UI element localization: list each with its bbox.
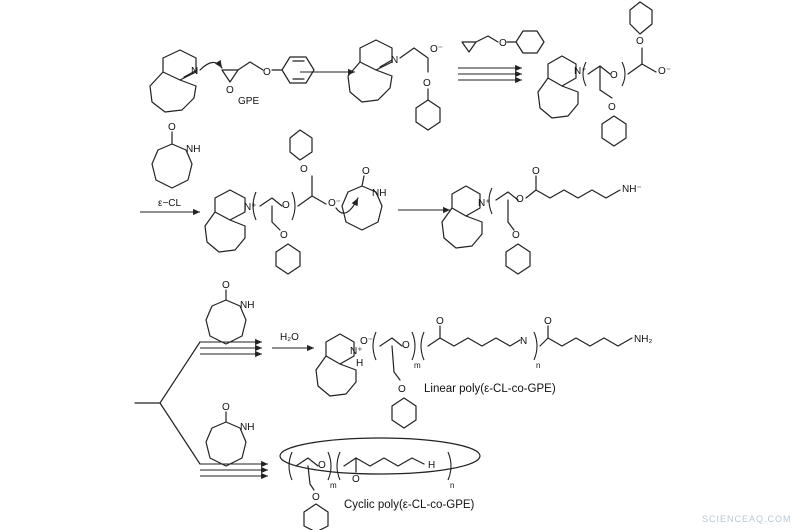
triple-arrow-linear	[200, 338, 262, 358]
curved-arrow-2	[335, 197, 359, 214]
watermark: SCIENCEAQ.COM	[702, 514, 792, 524]
gpe-small-o: O	[499, 38, 507, 49]
cyc-o-bottom: O	[312, 492, 320, 503]
curved-arrow	[199, 59, 223, 71]
cl-label: ε−CL	[158, 198, 182, 209]
caprolactam-reagent: O NH	[151, 122, 200, 189]
lin-n: N⁺	[350, 346, 363, 357]
cyc-co: O	[352, 474, 360, 485]
lin-o1: O⁻	[360, 336, 373, 347]
int1-ether-o: O	[423, 78, 431, 89]
cl-low-o: O	[222, 402, 230, 413]
lin-n1: N	[520, 336, 527, 347]
intermediate-2: N⁺ O O⁻ O O NH O	[204, 129, 386, 275]
int2-ominus: O⁻	[328, 198, 341, 209]
int1-ominus: O⁻	[430, 44, 443, 55]
oligomer-product: N⁺ O O⁻ O O	[537, 1, 671, 147]
lin-h: H	[356, 358, 363, 369]
p2-co: O	[532, 166, 540, 177]
int2-o1: O	[282, 200, 290, 211]
olig-ominus: O⁻	[658, 66, 671, 77]
lin-n-sub: n	[536, 361, 540, 370]
ring-opened-product: N⁺ O O NH⁻ O	[441, 166, 642, 275]
p2-n: N⁺	[478, 198, 491, 209]
cl-up-o: O	[222, 280, 230, 291]
lin-nh2: NH₂	[634, 334, 652, 345]
cyclic-polymer: O m O H n O	[279, 437, 481, 530]
gpe-label: GPE	[238, 96, 259, 107]
caprolactam-lower: O NH	[205, 402, 254, 467]
zwitterion-intermediate: N O⁻ O	[347, 39, 443, 131]
int2-o-top: O	[300, 164, 308, 175]
cyc-n-sub: n	[450, 481, 454, 490]
lin-o2: O	[402, 340, 410, 351]
cyc-o1: O	[318, 460, 326, 471]
p2-o1: O	[516, 194, 524, 205]
lin-co2: O	[544, 316, 552, 327]
triple-arrow-cyclic	[200, 460, 268, 480]
cyc-nh: H	[428, 460, 435, 471]
cl1-o: O	[168, 122, 176, 133]
int2-nh: NH	[372, 188, 386, 199]
olig-o1: O	[610, 70, 618, 81]
dbu-n-label: N	[191, 66, 198, 77]
triple-arrow-1	[458, 64, 522, 84]
p2-o-bottom: O	[512, 230, 520, 241]
branch-lower	[159, 402, 201, 465]
olig-o-top: O	[636, 36, 644, 47]
olig-o-bottom: O	[608, 102, 616, 113]
gpe-o-label: O	[226, 85, 234, 96]
gpe-ether-o: O	[263, 67, 271, 78]
cyclic-caption: Cyclic poly(ε-CL-co-GPE)	[344, 499, 475, 511]
cl-low-nh: NH	[240, 422, 254, 433]
gpe-reagent-small: O	[461, 30, 545, 54]
cl-up-nh: NH	[240, 300, 254, 311]
int2-o-bottom: O	[280, 230, 288, 241]
olig-n-label: N⁺	[574, 66, 587, 77]
branch-upper	[134, 341, 201, 404]
lin-m: m	[414, 361, 421, 370]
int2-cl-o: O	[362, 166, 370, 177]
linear-caption: Linear poly(ε-CL-co-GPE)	[424, 383, 556, 395]
cyc-m: m	[330, 481, 337, 490]
lin-o-bottom: O	[398, 384, 406, 395]
water-label: H₂O	[280, 332, 299, 343]
dbu-molecule: N	[149, 49, 198, 113]
linear-polymer: N⁺ H O⁻ O m O N n O NH₂ O	[315, 316, 652, 429]
gpe-molecule: O O	[221, 56, 315, 96]
p2-nhminus: NH⁻	[622, 184, 642, 195]
cl1-nh: NH	[186, 144, 200, 155]
int2-n: N⁺	[244, 202, 257, 213]
caprolactam-upper: O NH	[205, 280, 254, 345]
int1-n-label: N	[391, 55, 398, 66]
lin-co1: O	[436, 316, 444, 327]
